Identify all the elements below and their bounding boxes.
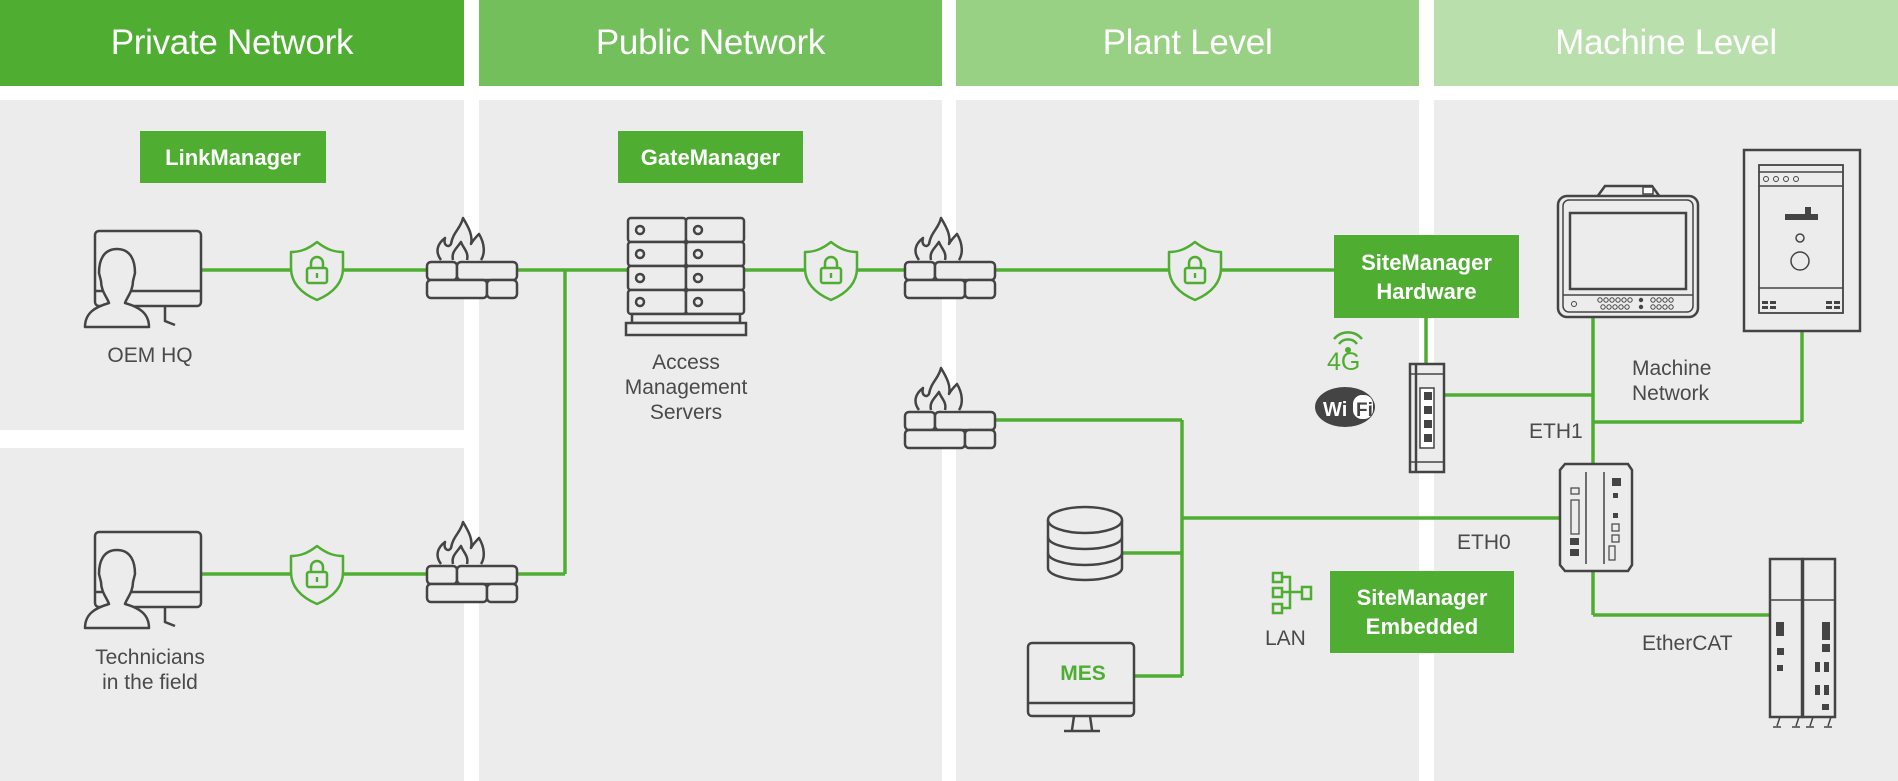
servo-drive-icon: [1768, 557, 1837, 728]
header-label: Public Network: [595, 23, 826, 62]
link-manager-badge: LinkManager: [140, 131, 326, 183]
header-label: Machine Level: [1555, 23, 1777, 62]
industrial-controller-icon: [1558, 462, 1634, 573]
mes-text: MES: [1060, 662, 1106, 685]
four-g-text: 4G: [1327, 348, 1361, 376]
header-public-network: Public Network: [479, 0, 942, 86]
panel-technicians: [0, 448, 464, 781]
header-label: Plant Level: [1102, 23, 1273, 62]
server-rack-icon: [624, 216, 748, 337]
signal-icon: [1333, 331, 1363, 354]
machine-network-line1: Machine: [1632, 357, 1712, 380]
mes-monitor-icon: [1026, 641, 1136, 733]
oem-hq-user-monitor-icon: [83, 229, 203, 329]
header-label: Private Network: [110, 23, 354, 62]
header-plant-level: Plant Level: [956, 0, 1419, 86]
access-management-servers-label: Access Management Servers: [606, 350, 766, 425]
technicians-line2: in the field: [102, 671, 198, 694]
header-private-network: Private Network: [0, 0, 464, 86]
machine-network-label: Machine Network: [1632, 356, 1711, 406]
four-g-label: 4G: [1327, 348, 1360, 377]
mes-label: MES: [1031, 662, 1135, 686]
secure-shield-icon: [289, 240, 345, 302]
eth0-label: ETH0: [1457, 530, 1511, 555]
eth0-text: ETH0: [1457, 531, 1511, 554]
access-line3: Servers: [649, 401, 723, 424]
sitemanager-hardware-line2: Hardware: [1376, 278, 1477, 304]
machine-network-line2: Network: [1632, 382, 1710, 405]
panel-public-network: [479, 100, 942, 781]
header-machine-level: Machine Level: [1434, 0, 1898, 86]
secure-shield-icon: [1167, 240, 1223, 302]
lan-text: LAN: [1265, 627, 1306, 650]
technician-user-monitor-icon: [83, 530, 203, 630]
firewall-icon: [425, 520, 519, 604]
ethernet-switch-icon: [1408, 362, 1446, 474]
technicians-line1: Technicians: [95, 646, 205, 669]
link-manager-label: LinkManager: [165, 144, 301, 170]
wifi-logo-icon: Wi Fi: [1315, 387, 1375, 427]
sitemanager-hardware-line1: SiteManager: [1361, 249, 1492, 275]
ethercat-label: EtherCAT: [1642, 631, 1733, 656]
secure-shield-icon: [803, 240, 859, 302]
sitemanager-embedded-line2: Embedded: [1365, 614, 1479, 639]
database-icon: [1046, 505, 1124, 582]
sitemanager-hardware-badge: SiteManager Hardware: [1334, 235, 1519, 318]
control-cabinet-icon: [1742, 148, 1862, 333]
wifi-logo-text-wi: Wi: [1323, 399, 1347, 421]
oem-hq-label: OEM HQ: [80, 343, 220, 368]
firewall-icon: [425, 216, 519, 300]
wifi-logo-text-fi: Fi: [1356, 400, 1373, 421]
secure-shield-icon: [289, 544, 345, 606]
firewall-icon: [903, 366, 997, 450]
eth1-text: ETH1: [1529, 420, 1583, 443]
gate-manager-label: GateManager: [640, 144, 781, 170]
hmi-panel-icon: [1556, 184, 1700, 319]
lan-icon: [1271, 571, 1313, 615]
firewall-icon: [903, 216, 997, 300]
sitemanager-embedded-line1: SiteManager: [1356, 585, 1488, 610]
oem-hq-text: OEM HQ: [107, 344, 193, 367]
access-line1: Access: [652, 351, 720, 374]
ethercat-text: EtherCAT: [1642, 632, 1733, 655]
eth1-label: ETH1: [1529, 419, 1583, 444]
access-line2: Management: [624, 376, 748, 399]
lan-label: LAN: [1265, 626, 1306, 651]
sitemanager-embedded-badge: SiteManager Embedded: [1330, 571, 1514, 653]
gate-manager-badge: GateManager: [618, 131, 803, 183]
technicians-label: Technicians in the field: [70, 645, 230, 695]
